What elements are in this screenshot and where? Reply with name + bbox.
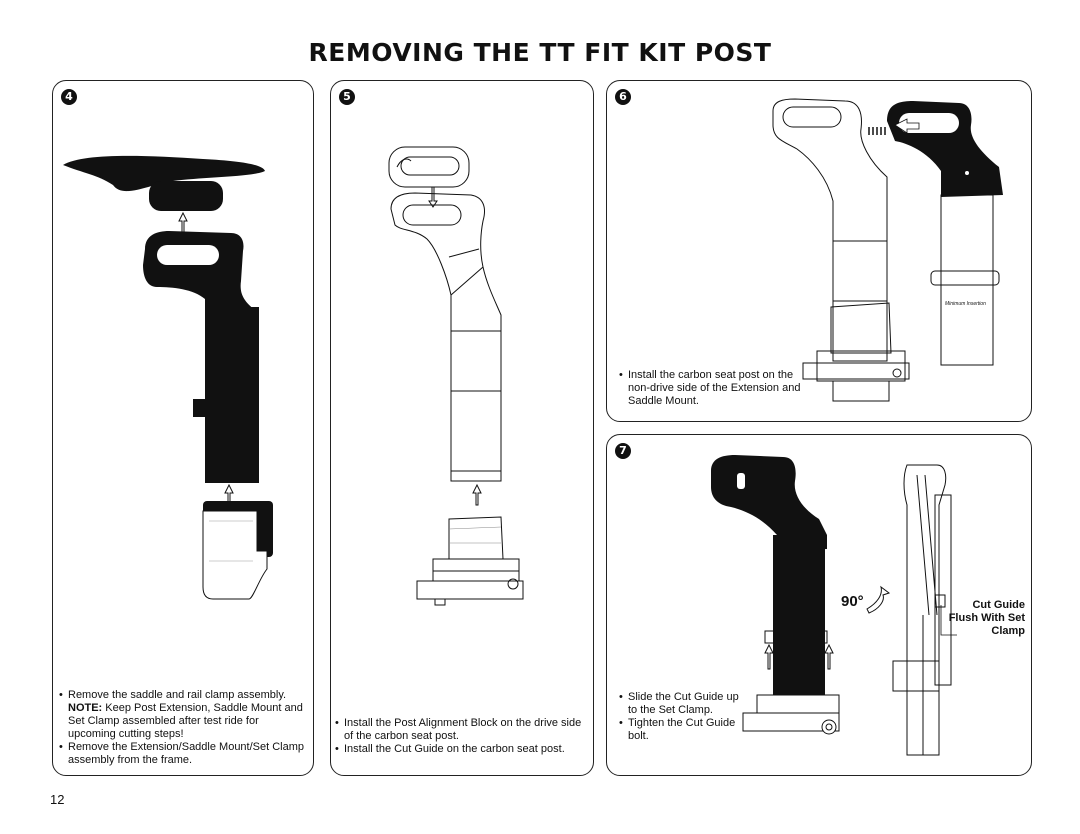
list-item: Tighten the Cut Guide bolt. [619, 717, 749, 743]
step-6-badge: 6 [615, 89, 631, 105]
page-title: REMOVING THE TT FIT KIT POST [308, 38, 772, 67]
arrow-up-icon [824, 643, 834, 670]
list-item: Install the carbon seat post on the non-… [619, 369, 809, 408]
post-body-shape [205, 307, 259, 483]
step-7-instructions: Slide the Cut Guide up to the Set Clamp.… [619, 691, 749, 743]
bolt-shape [821, 719, 837, 735]
angle-label: 90° [841, 593, 864, 610]
arrow-up-icon [764, 643, 774, 670]
rotation-arrow-icon [866, 585, 891, 614]
arrow-up-icon [472, 483, 482, 506]
step-7-panel: 7 90° Cut Guide Flush With Set Clamp Sli… [606, 434, 1032, 776]
side-view-shape [903, 464, 947, 756]
step-5-instructions: Install the Post Alignment Block on the … [335, 717, 591, 756]
arrow-down-icon [428, 186, 438, 208]
rail-clamp-shape [149, 181, 223, 211]
extension-slot [157, 245, 219, 265]
post-tab-shape [193, 399, 259, 417]
step-5-panel: 5 Install the Post Alignment Block on [330, 80, 594, 776]
cut-guide-callout: Cut Guide Flush With Set Clamp [948, 599, 1025, 637]
step-6-illustration: Minimum Insertion [772, 98, 1003, 402]
set-clamp-shape [816, 350, 906, 382]
cut-guide-shape [448, 516, 504, 560]
frame-tube-shape [202, 510, 268, 600]
step-5-illustration [388, 146, 524, 606]
arrow-up-icon [178, 211, 188, 234]
arrow-right-icon [894, 118, 920, 134]
alignment-block-shape [388, 146, 470, 188]
step-4-illustration [63, 155, 273, 600]
list-item: Remove the saddle and rail clamp assembl… [59, 689, 309, 741]
bolt-shape [507, 578, 519, 590]
step-4-panel: 4 Remove the saddle and rail clamp assem… [52, 80, 314, 776]
step-5-badge: 5 [339, 89, 355, 105]
post-label: Minimum Insertion [945, 301, 986, 307]
step-6-panel: 6 Minimum Insertion Install the carbon s… [606, 80, 1032, 422]
page-number: 12 [50, 792, 65, 807]
seatpost-outline-shape [772, 98, 888, 362]
step-4-badge: 4 [61, 89, 77, 105]
saddle-shape [63, 155, 265, 192]
step-4-instructions: Remove the saddle and rail clamp assembl… [59, 689, 309, 767]
motion-dashes [868, 127, 886, 135]
list-item: Install the Post Alignment Block on the … [335, 717, 591, 743]
step-6-instructions: Install the carbon seat post on the non-… [619, 369, 809, 408]
bolt-shape [892, 368, 902, 378]
step-7-illustration [711, 455, 957, 756]
step-7-badge: 7 [615, 443, 631, 459]
note-label: NOTE: [68, 702, 103, 714]
carbon-post-shape [940, 194, 994, 366]
post-body-shape [773, 535, 825, 715]
seatpost-head-shape [390, 192, 502, 482]
list-item: Install the Cut Guide on the carbon seat… [335, 743, 591, 756]
list-item: Slide the Cut Guide up to the Set Clamp. [619, 691, 749, 717]
list-item: Remove the Extension/Saddle Mount/Set Cl… [59, 741, 309, 767]
